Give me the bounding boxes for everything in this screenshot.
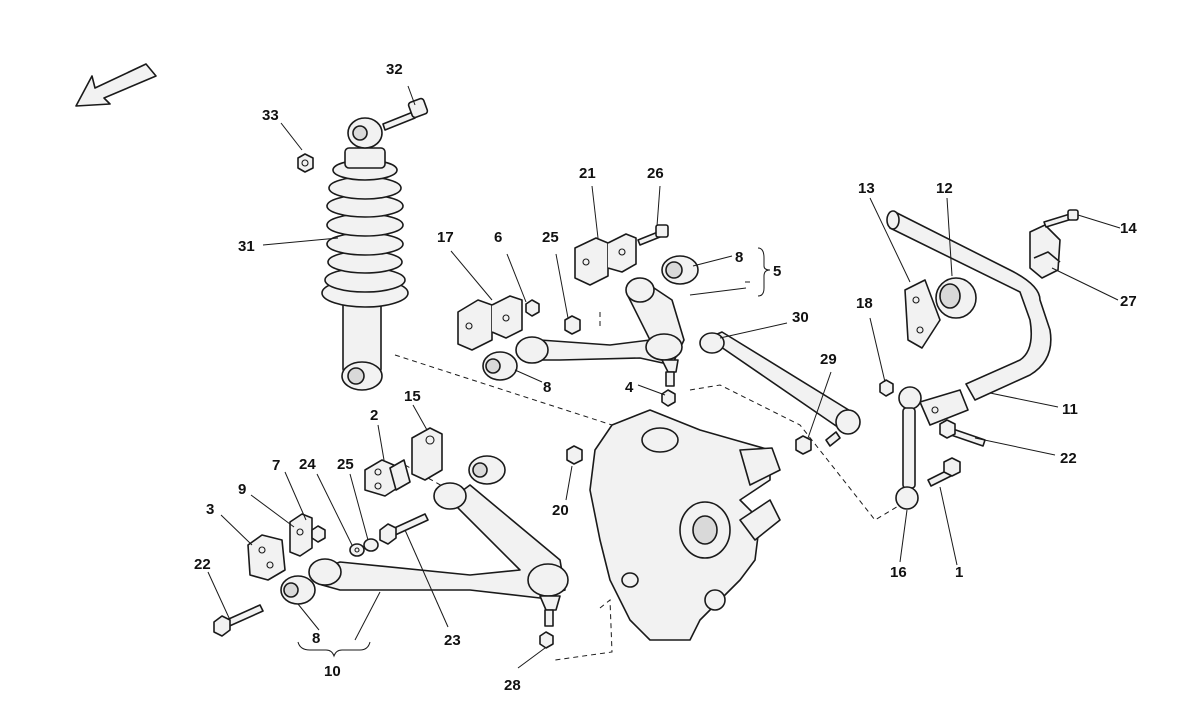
callout-12: 12	[936, 180, 953, 197]
callout-25-lower: 25	[337, 456, 354, 473]
nut-29	[795, 435, 812, 455]
bushing-8-lower-rear	[280, 575, 316, 605]
callout-23: 23	[444, 632, 461, 649]
callout-22-upper: 22	[1060, 450, 1077, 467]
bushing-8-upper-front	[661, 255, 699, 285]
callout-17: 17	[437, 229, 454, 246]
callout-20: 20	[552, 502, 569, 519]
nut-4	[661, 389, 676, 407]
callout-13: 13	[858, 180, 875, 197]
lower-control-arm	[308, 482, 569, 627]
anti-roll-bar	[886, 210, 1052, 426]
callout-5: 5	[773, 263, 781, 280]
bushing-8-lower-front	[468, 455, 506, 485]
callout-8-upper-rear: 8	[543, 379, 551, 396]
bolt-32	[382, 97, 429, 131]
callout-32: 32	[386, 61, 403, 78]
callout-28: 28	[504, 677, 521, 694]
callout-8-lower: 8	[312, 630, 320, 647]
bolt-14	[1043, 209, 1079, 228]
callout-labels: 32 33 31 17 6 25 21 26 8 5 8 4 30 29 18 …	[194, 61, 1137, 694]
callout-4: 4	[625, 379, 634, 396]
clamp-13	[904, 279, 941, 349]
nut-33	[297, 153, 314, 173]
callout-29: 29	[820, 351, 837, 368]
nut-6	[525, 299, 540, 317]
drop-link-16	[895, 386, 922, 510]
wheel-hub-carrier	[589, 409, 781, 641]
callout-22-lower: 22	[194, 556, 211, 573]
washer-24	[349, 543, 365, 557]
upper-control-arm	[515, 277, 685, 387]
callout-10: 10	[324, 663, 341, 680]
bushing-12	[935, 277, 977, 319]
callout-33: 33	[262, 107, 279, 124]
shim-9	[289, 513, 313, 557]
washer-25-lower	[363, 538, 379, 552]
bolt-1	[927, 457, 961, 487]
callout-1: 1	[955, 564, 963, 581]
callout-30: 30	[792, 309, 809, 326]
direction-arrow-icon	[75, 63, 157, 107]
bracket-15	[411, 427, 443, 481]
nut-25-upper	[564, 315, 581, 335]
leader-lines	[207, 85, 1121, 669]
callout-11: 11	[1062, 401, 1078, 418]
bolt-22-lower	[213, 604, 264, 637]
callout-15: 15	[404, 388, 421, 405]
callout-14: 14	[1120, 220, 1137, 237]
shock-absorber	[321, 117, 409, 391]
callout-21: 21	[579, 165, 596, 182]
callout-27: 27	[1120, 293, 1137, 310]
callout-3: 3	[206, 501, 214, 518]
nut-28	[539, 631, 554, 649]
bracket-3	[247, 534, 286, 581]
callout-7: 7	[272, 457, 280, 474]
nut-20	[566, 445, 583, 465]
callout-6: 6	[494, 229, 502, 246]
bolt-23	[379, 513, 429, 545]
callout-8-upper-front: 8	[735, 249, 743, 266]
bolt-26	[637, 224, 669, 246]
bracket-2	[364, 459, 411, 497]
nut-18	[879, 379, 894, 397]
bushing-8-upper-rear	[482, 351, 518, 381]
callout-18: 18	[856, 295, 873, 312]
callout-2: 2	[370, 407, 378, 424]
callout-24: 24	[299, 456, 316, 473]
callout-25-upper: 25	[542, 229, 559, 246]
bracket-17	[457, 295, 523, 351]
callout-9: 9	[238, 481, 246, 498]
bolt-22-upper	[939, 419, 986, 447]
callout-16: 16	[890, 564, 907, 581]
bracket-21	[574, 233, 637, 286]
tie-rod-30	[699, 331, 861, 447]
nut-7	[311, 525, 326, 543]
callout-26: 26	[647, 165, 664, 182]
callout-31: 31	[238, 238, 255, 255]
